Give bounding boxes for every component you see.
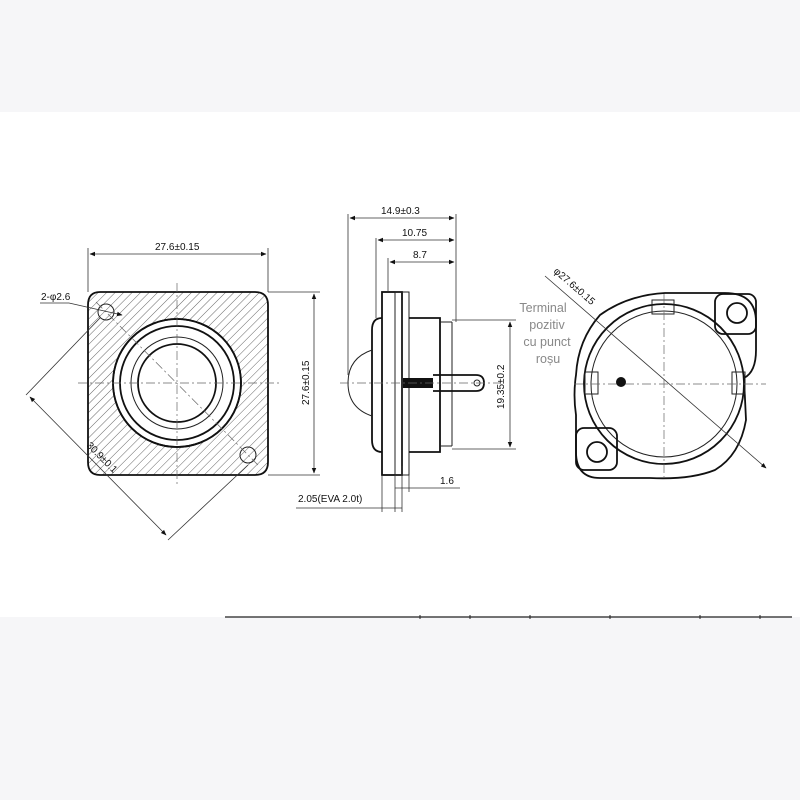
note-line-2: pozitiv (529, 318, 565, 332)
back-housing (573, 292, 757, 480)
dim-depth-small: 8.7 (413, 250, 427, 261)
side-dome (371, 317, 383, 453)
dim-depth-total: 14.9±0.3 (381, 206, 420, 217)
side-body (409, 317, 441, 453)
front-view: 27.6±0.15 27.6±0.15 2-φ2.6 30.9±0.1 (25, 242, 320, 541)
note-line-4: roșu (536, 352, 560, 366)
back-hole-bottom (586, 441, 608, 463)
dim-line-back-diameter (544, 275, 767, 469)
dim-front-width: 27.6±0.15 (155, 242, 200, 253)
back-view: φ27.6±0.15 (544, 266, 767, 480)
back-hole-top (726, 302, 748, 324)
mount-hole-top (97, 303, 115, 321)
note-line-3: cu punct (523, 335, 571, 349)
positive-terminal-note: Terminal pozitiv cu punct roșu (519, 301, 571, 366)
mount-hole-bottom (239, 446, 257, 464)
side-flange (381, 291, 403, 476)
dim-line-diagonal (29, 396, 167, 536)
dim-side-height: 19.35±0.2 (496, 364, 507, 409)
dim-flange: 2.05(EVA 2.0t) (298, 494, 362, 505)
dim-hole: 2-φ2.6 (41, 292, 71, 303)
note-line-1: Terminal (519, 301, 566, 315)
dim-terminal: 1.6 (440, 476, 454, 487)
bottom-rule-ticks (419, 615, 761, 619)
positive-terminal-dot (616, 377, 626, 387)
side-view: 14.9±0.3 10.75 8.7 19.35±0.2 2.05(EVA 2.… (296, 206, 516, 512)
dim-depth-mid: 10.75 (402, 228, 427, 239)
side-terminal (403, 378, 433, 388)
dim-front-height: 27.6±0.15 (301, 360, 312, 405)
hole-leader (68, 302, 123, 317)
front-centerline-diag (95, 301, 259, 466)
